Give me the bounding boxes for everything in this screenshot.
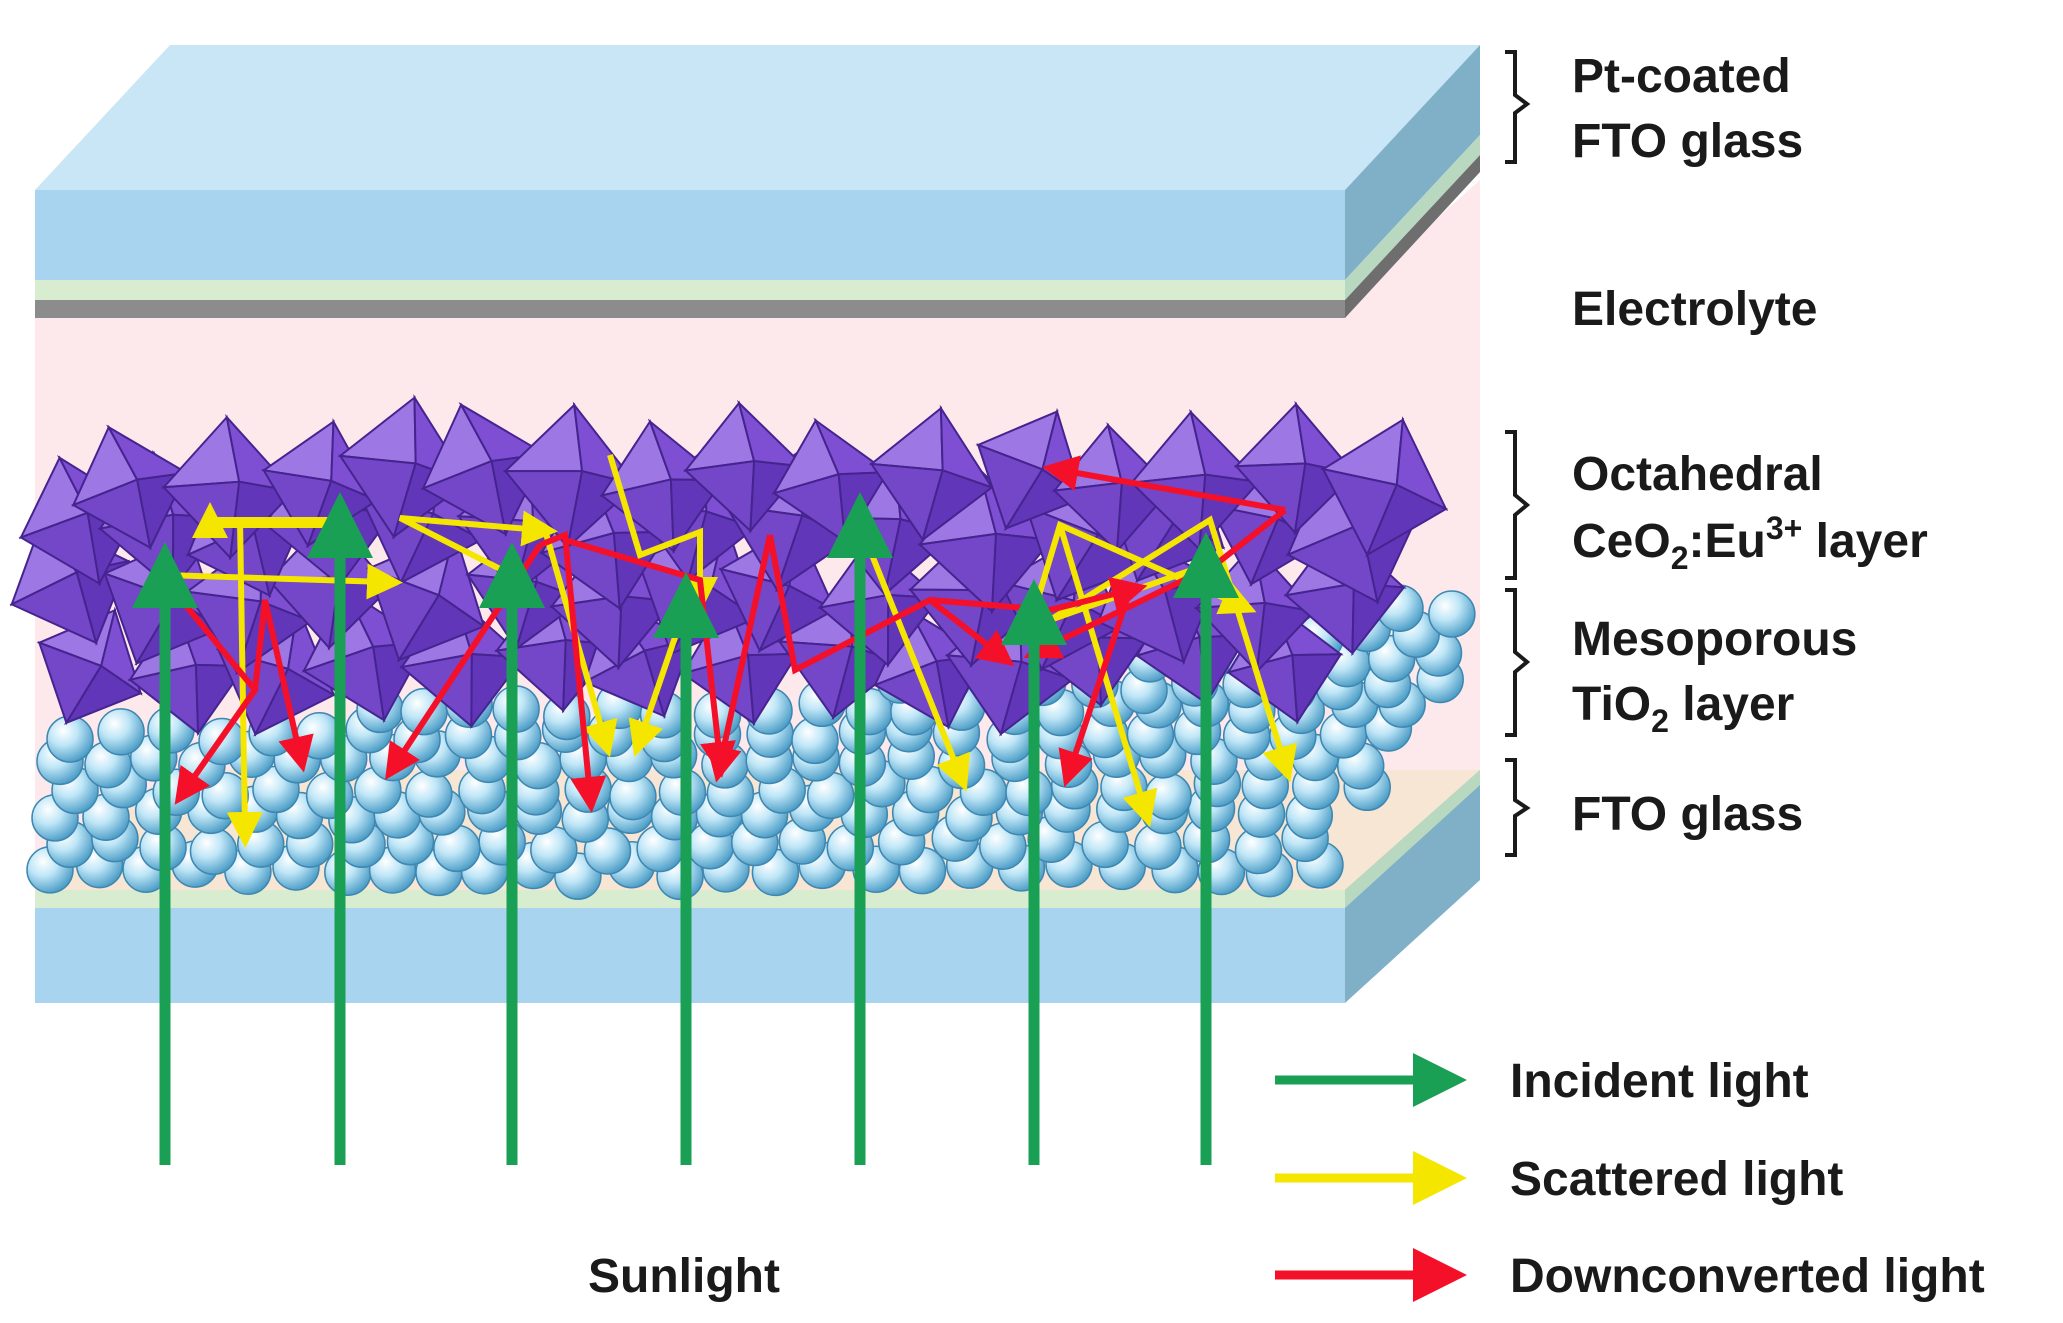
top-pt-fto-glass — [35, 45, 1480, 318]
downconverted-ray — [1058, 589, 1133, 788]
downconverted-ray — [252, 599, 314, 773]
bracket-pt-fto — [1505, 50, 1531, 164]
tio2-bead — [97, 708, 145, 756]
octahedron — [71, 424, 190, 551]
legend-label-incident: Incident light — [1510, 1055, 1809, 1108]
legend-item-downconverted: Downconverted light — [1275, 1248, 1985, 1303]
label-ceo2-layer: CeO2:Eu3+ layer — [1572, 510, 1928, 576]
tio2-suffix: layer — [1669, 678, 1794, 731]
scattered-ray — [164, 563, 403, 600]
octahedron — [1320, 416, 1449, 558]
label-octahedral: Octahedral — [1572, 448, 1823, 501]
ceo2-subscript: 2 — [1671, 540, 1689, 576]
downconverted-ray — [538, 530, 607, 813]
label-fto-glass: FTO glass — [1572, 788, 1803, 841]
tio2-bead — [405, 770, 453, 818]
ceo2-superscript: 3+ — [1766, 510, 1802, 546]
scattered-ray — [398, 510, 558, 578]
scattered-ray — [857, 523, 971, 792]
legend-label-downconverted: Downconverted light — [1510, 1250, 1985, 1303]
scattered-ray — [607, 454, 718, 613]
layer-labels: Pt-coated FTO glass Electrolyte Octahedr… — [1572, 50, 1928, 841]
octahedron — [1129, 408, 1262, 553]
tio2-subscript: 2 — [1651, 703, 1669, 739]
bracket-mesoporous — [1505, 588, 1531, 737]
downconverted-ray — [706, 534, 773, 783]
octahedron — [868, 404, 995, 543]
scattered-ray — [192, 502, 340, 538]
tio2-bead — [46, 715, 94, 763]
label-pt-coated: Pt-coated — [1572, 50, 1791, 103]
bracket-fto-glass — [1505, 758, 1531, 857]
tio2-bead — [1428, 590, 1476, 638]
incident-light-rays — [132, 492, 1239, 1165]
label-electrolyte: Electrolyte — [1572, 283, 1817, 336]
ceo2-suffix: layer — [1802, 515, 1927, 568]
tio2-prefix: TiO — [1572, 678, 1651, 731]
label-tio2-layer: TiO2 layer — [1572, 678, 1794, 739]
label-sunlight: Sunlight — [588, 1250, 780, 1303]
legend: Incident light Scattered light Downconve… — [1275, 1053, 1985, 1303]
downconverted-ray — [1042, 455, 1286, 513]
bracket-octahedral — [1505, 430, 1531, 580]
label-pt-fto-glass: FTO glass — [1572, 115, 1803, 168]
legend-item-incident: Incident light — [1275, 1053, 1809, 1108]
layer-brackets — [1505, 50, 1531, 857]
octahedron — [1233, 400, 1358, 536]
ceo2-prefix: CeO — [1572, 515, 1671, 568]
legend-label-scattered: Scattered light — [1510, 1153, 1843, 1206]
legend-item-scattered: Scattered light — [1275, 1151, 1843, 1206]
tio2-bead — [189, 827, 238, 876]
ceo2-mid: :Eu — [1689, 515, 1766, 568]
tio2-bead — [1144, 772, 1192, 821]
label-mesoporous: Mesoporous — [1572, 613, 1857, 666]
downconverted-light-rays — [162, 455, 1287, 813]
